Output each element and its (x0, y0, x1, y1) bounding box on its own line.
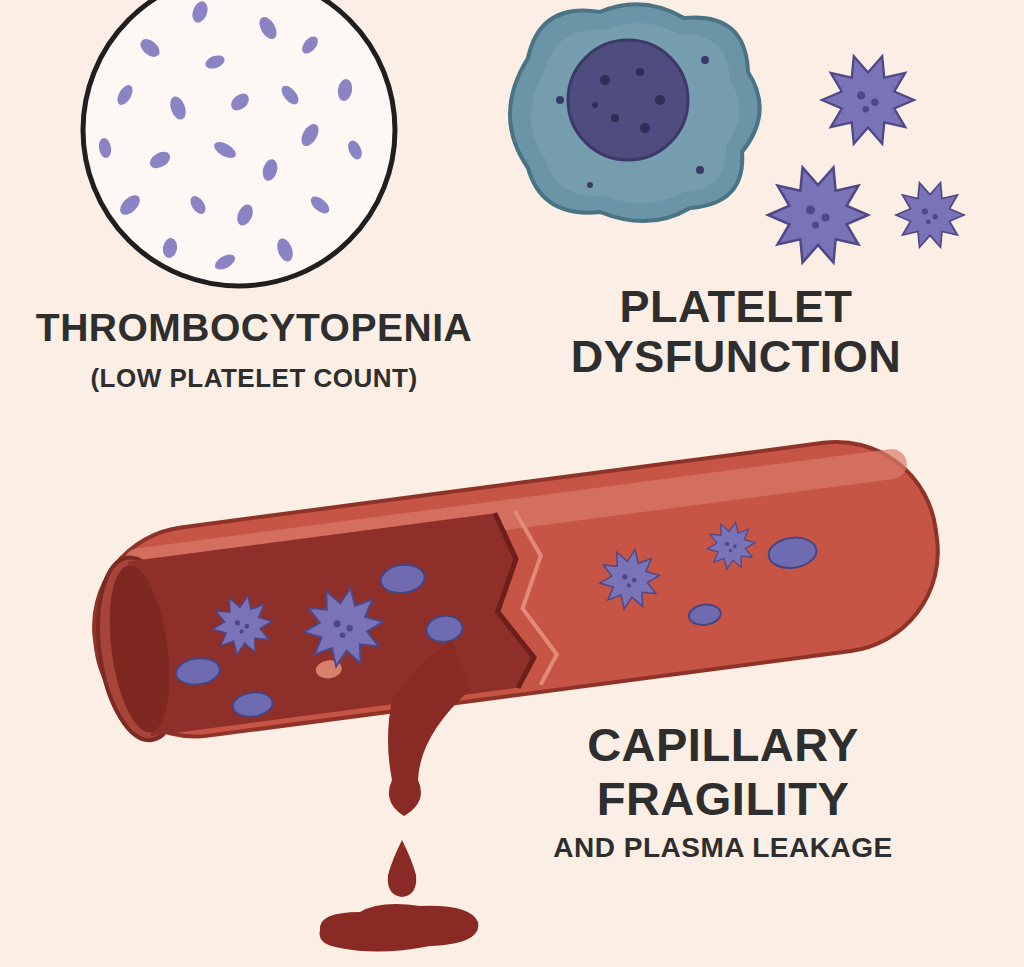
capillary-illustration (82, 430, 950, 952)
caption-label: PLATELET DYSFUNCTION (546, 282, 926, 383)
sparse-platelet-circle (83, 0, 395, 286)
cell-illustration (510, 4, 964, 262)
caption-label: AND PLASMA LEAKAGE (503, 832, 943, 864)
caption-label: CAPILLARY FRAGILITY (523, 718, 923, 826)
caption-label: (LOW PLATELET COUNT) (34, 364, 474, 394)
caption-label: THROMBOCYTOPENIA (14, 306, 494, 351)
